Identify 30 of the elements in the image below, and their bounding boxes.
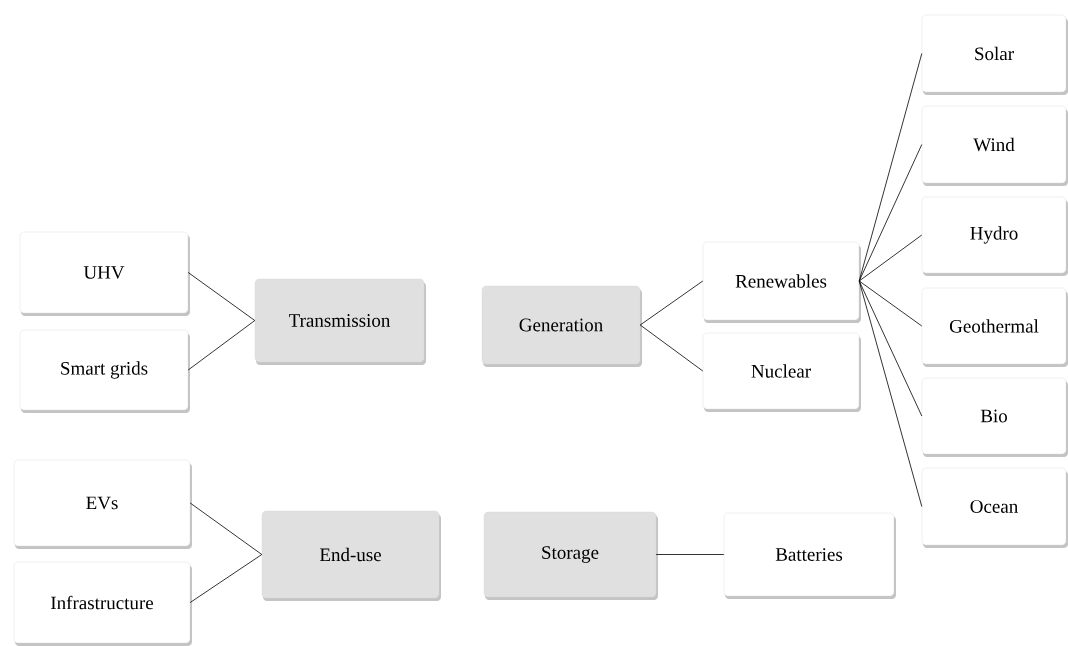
connector-line xyxy=(858,53,923,282)
item-box: Nuclear xyxy=(702,332,861,412)
connector-line xyxy=(858,280,923,507)
connector-line xyxy=(639,280,704,326)
connector-line xyxy=(655,554,725,555)
category-box: Storage xyxy=(483,511,658,600)
connector-line xyxy=(858,280,923,327)
item-box: Wind xyxy=(921,105,1068,186)
item-box: Solar xyxy=(921,14,1068,95)
item-box: Geothermal xyxy=(921,287,1068,367)
item-box: Smart grids xyxy=(19,329,190,413)
item-box: Infrastructure xyxy=(13,561,192,646)
category-box: Generation xyxy=(481,285,642,367)
category-box: End-use xyxy=(261,510,441,601)
item-box: Bio xyxy=(921,377,1068,457)
connector-line xyxy=(858,234,923,282)
connector-line xyxy=(187,320,256,371)
connector-line xyxy=(187,272,256,321)
connector-line xyxy=(189,502,263,555)
connector-line xyxy=(858,280,923,417)
item-box: Renewables xyxy=(702,241,861,323)
item-box: Ocean xyxy=(921,467,1068,548)
connector-line xyxy=(858,144,923,282)
connector-line xyxy=(189,554,263,603)
item-box: Batteries xyxy=(723,512,896,599)
item-box: EVs xyxy=(13,459,192,549)
item-box: UHV xyxy=(19,231,190,316)
item-box: Hydro xyxy=(921,196,1068,276)
connector-line xyxy=(639,324,704,372)
category-box: Transmission xyxy=(254,278,426,365)
